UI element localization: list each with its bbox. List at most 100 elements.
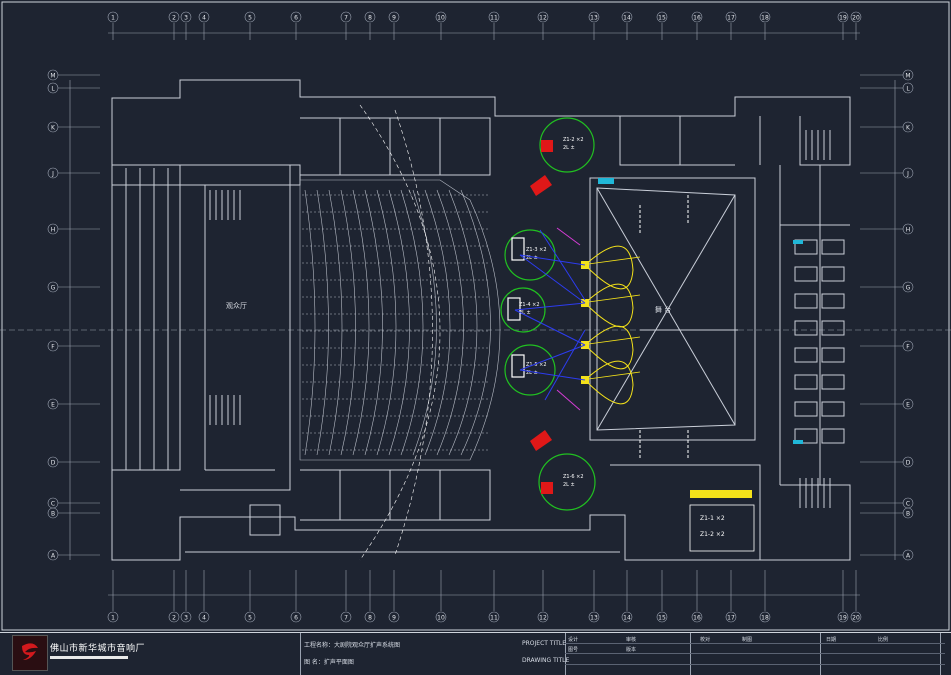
axis-bubble-bottom (340, 611, 352, 623)
feed-line (519, 344, 586, 371)
speaker-sublabel: 2L ± (526, 255, 538, 261)
room-desk (821, 239, 845, 255)
axis-label-bottom: 4 (202, 615, 206, 622)
axis-bubble-bottom (656, 611, 668, 623)
title-field: 图号 (568, 647, 579, 653)
stage-diagonal (596, 187, 736, 426)
wall-segment (339, 118, 441, 175)
speaker-ray (580, 336, 641, 346)
sightline-arc (394, 109, 433, 556)
axis-label-bottom: 10 (437, 615, 445, 622)
axis-bubble-bottom (107, 611, 119, 623)
axis-bubble-top (850, 11, 862, 23)
speaker-ray (580, 294, 641, 304)
axis-label-bottom: 20 (852, 615, 860, 622)
seating-outline (299, 179, 501, 461)
axis-bubble-top (837, 11, 849, 23)
seat-row (436, 189, 464, 456)
title-block (0, 632, 951, 675)
wall-segment (759, 116, 850, 166)
row-label-left: D (51, 460, 56, 467)
seat-row (376, 189, 397, 456)
axis-label-bottom: 19 (839, 615, 847, 622)
feed-line (519, 369, 586, 381)
title-block-rule (565, 664, 945, 665)
project-title-caption: PROJECT TITLE (522, 640, 567, 647)
axis-label-top: 16 (693, 15, 701, 22)
speaker-ray (580, 256, 641, 266)
seat-row (424, 189, 451, 456)
grid-labels: 1122334455667788991010111112121313141415… (50, 15, 911, 622)
company-logo (12, 635, 48, 671)
seat-row (388, 189, 410, 456)
room-desk (821, 428, 845, 444)
feed-line (539, 229, 586, 301)
title-block-divider (940, 633, 941, 675)
speaker-wedge-red (530, 430, 552, 451)
room-desk (794, 347, 818, 363)
row-label-right: K (906, 125, 911, 132)
room-desk (821, 347, 845, 363)
seat-row (304, 189, 316, 456)
coverage-circle (504, 344, 556, 396)
coverage-circle (500, 287, 546, 333)
axis-label-top: 7 (344, 15, 348, 22)
feed-line (514, 309, 586, 346)
row-label-right: B (906, 511, 910, 518)
axis-bubble-top (107, 11, 119, 23)
cyan-marker (793, 240, 803, 244)
axis-label-top: 19 (839, 15, 847, 22)
seat-row (328, 189, 343, 456)
axis-label-top: 11 (490, 15, 498, 22)
wall-segment (610, 464, 761, 560)
project-label: 工程名称： (304, 642, 335, 649)
row-label-left: L (51, 86, 55, 93)
axis-bubble-top (180, 11, 192, 23)
axis-label-bottom: 1 (111, 615, 115, 622)
row-label-left: K (51, 125, 56, 132)
axis-label-bottom: 14 (623, 615, 631, 622)
title-field: 日期 (826, 637, 837, 643)
wall-segment (619, 116, 735, 166)
auditorium-seats (299, 104, 501, 561)
drawing-name: 图 名：扩声平面图 (304, 657, 354, 666)
row-label-left: B (51, 511, 55, 518)
title-field: 审核 (626, 637, 637, 643)
axis-bubble-top (340, 11, 352, 23)
cad-drawing-canvas: Z1-2 ×22L ±Z1-3 ×22L ±Z1-4 ×22L ±Z1-5 ×2… (0, 1, 951, 631)
seat-row (340, 189, 356, 456)
axis-bubble-top (198, 11, 210, 23)
title-block-divider (565, 633, 566, 675)
legend-line-2: Z1-2 ×2 (700, 531, 725, 538)
row-label-left: M (50, 73, 55, 80)
row-label-right: C (906, 501, 910, 508)
axis-label-bottom: 15 (658, 615, 666, 622)
speaker-label: Z1-3 ×2 (526, 247, 547, 253)
axis-label-top: 9 (392, 15, 396, 22)
axis-label-top: 18 (761, 15, 769, 22)
speaker-ray (580, 371, 641, 381)
axis-bubble-bottom (198, 611, 210, 623)
axis-bubble-top (435, 11, 447, 23)
axis-label-bottom: 13 (590, 615, 598, 622)
speaker-sublabel: 2L ± (563, 145, 575, 151)
axis-label-top: 17 (727, 15, 735, 22)
axis-bubble-top (290, 11, 302, 23)
speaker-label: Z1-2 ×2 (563, 137, 584, 143)
sightline-arc (359, 104, 441, 561)
project-name: 工程名称：大剧院观众厅扩声系统图 (304, 640, 400, 649)
axis-label-top: 12 (539, 15, 547, 22)
drawing-value: 扩声平面图 (323, 659, 354, 666)
axis-label-bottom: 3 (184, 615, 188, 622)
axis-bubble-bottom (435, 611, 447, 623)
wall-segment (204, 184, 275, 471)
room-desk (794, 401, 818, 417)
room-desk (794, 428, 818, 444)
axis-label-top: 2 (172, 15, 176, 22)
axis-bubble-bottom (850, 611, 862, 623)
axis-bubble-bottom (244, 611, 256, 623)
company-underline (50, 656, 128, 659)
seat-row (412, 189, 437, 456)
row-label-right: M (905, 73, 910, 80)
wall-segment (779, 165, 850, 486)
